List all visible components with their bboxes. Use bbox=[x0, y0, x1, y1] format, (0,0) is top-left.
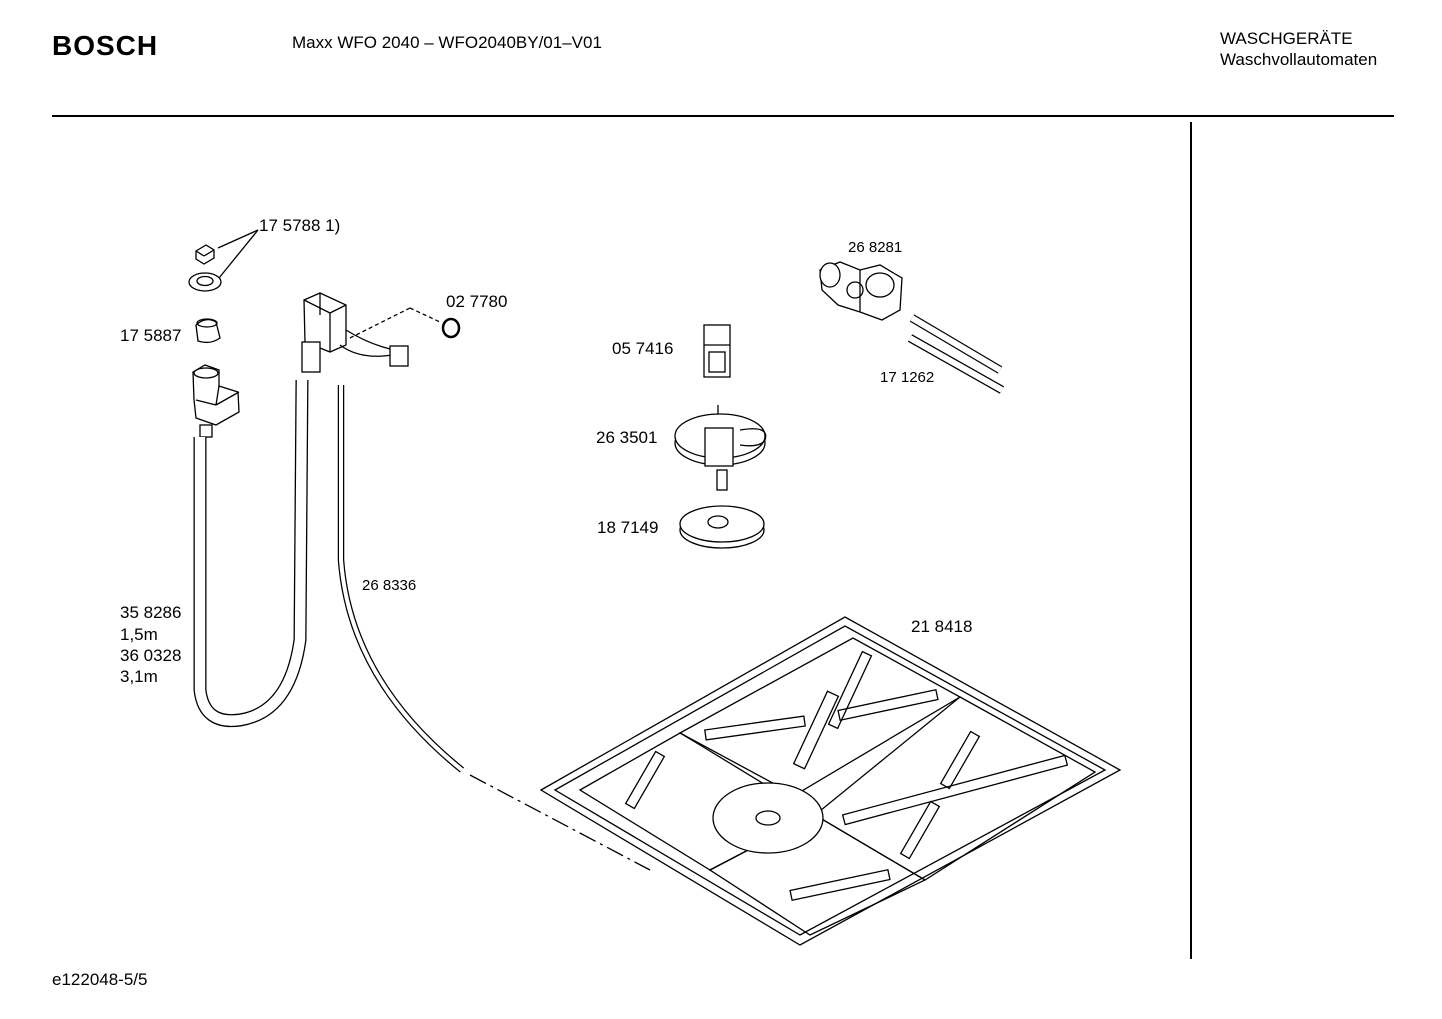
tube-pair-part bbox=[907, 314, 1005, 394]
brand-logo: BOSCH bbox=[52, 30, 159, 61]
document-id: e122048-5/5 bbox=[52, 970, 148, 989]
part-label: 3,1m bbox=[120, 667, 158, 686]
diaphragm-part bbox=[679, 505, 765, 549]
part-label: 02 7780 bbox=[446, 292, 508, 311]
base-plate-part bbox=[539, 616, 1122, 946]
part-label: 17 5788 1) bbox=[259, 216, 341, 235]
part-label: 26 8336 bbox=[362, 577, 417, 594]
side-divider bbox=[1190, 122, 1192, 959]
category-label: WASCHGERÄTE bbox=[1220, 29, 1353, 48]
inlet-valve-part bbox=[192, 364, 240, 438]
part-label: 18 7149 bbox=[597, 518, 659, 537]
part-label: 26 8281 bbox=[848, 239, 903, 256]
inlet-hose bbox=[193, 379, 309, 728]
part-label: 35 8286 bbox=[120, 603, 182, 622]
part-label: 26 3501 bbox=[596, 428, 658, 447]
part-label: 17 1262 bbox=[880, 369, 935, 386]
pressure-switch-connector bbox=[301, 292, 441, 373]
subcategory-label: Waschvollautomaten bbox=[1220, 50, 1378, 69]
header-divider bbox=[52, 115, 1394, 117]
seal-ring-027780 bbox=[441, 317, 461, 339]
part-label: 21 8418 bbox=[911, 617, 973, 636]
cap-nut-part bbox=[188, 229, 259, 292]
water-valve-part bbox=[819, 261, 903, 321]
part-label: 17 5887 bbox=[120, 326, 182, 345]
part-label: 1,5m bbox=[120, 625, 158, 644]
part-label: 36 0328 bbox=[120, 646, 182, 665]
part-label: 05 7416 bbox=[612, 339, 674, 358]
connector-clip-part bbox=[703, 324, 731, 378]
pressure-chamber-part bbox=[674, 405, 767, 491]
valve-cap-part bbox=[195, 318, 221, 344]
model-title: Maxx WFO 2040 – WFO2040BY/01–V01 bbox=[292, 33, 602, 52]
